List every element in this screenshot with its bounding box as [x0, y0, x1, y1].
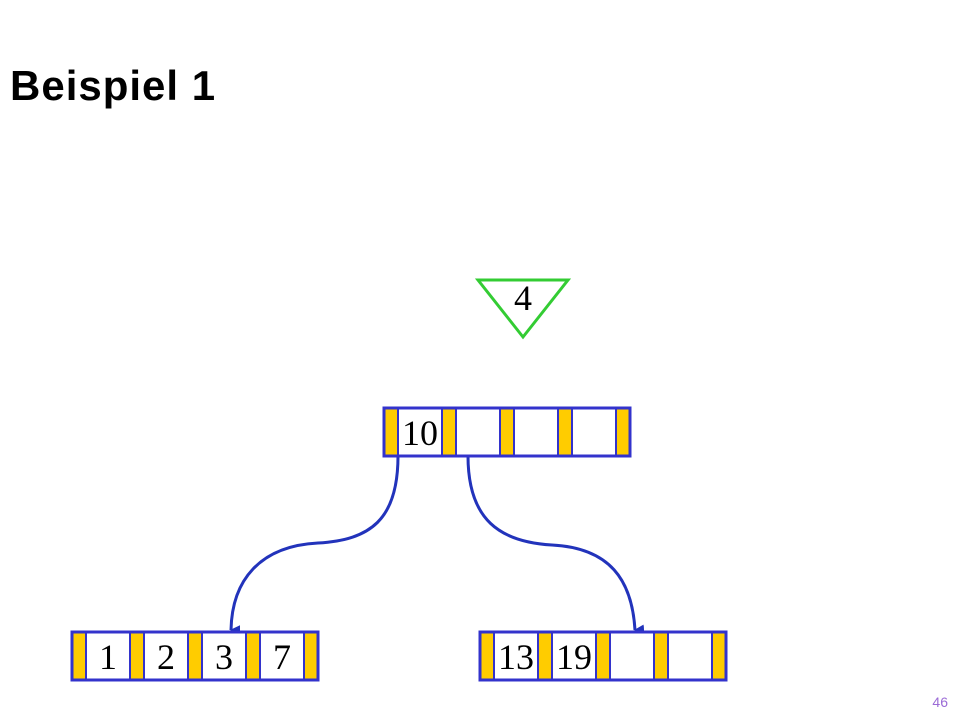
key-label: 19: [556, 637, 592, 677]
node-border: [478, 630, 728, 682]
order-marker-label: 4: [514, 278, 532, 318]
pointer-slot: [654, 632, 668, 680]
key-label: 1: [99, 637, 117, 677]
pointer-slot: [558, 408, 572, 456]
pointer-slot: [500, 408, 514, 456]
right-leaf-node: 13 19: [478, 630, 728, 682]
node-border: [382, 406, 632, 458]
key-slot: [144, 632, 188, 680]
pointer-slot: [442, 408, 456, 456]
key-slot: [572, 408, 616, 456]
order-marker-triangle: [474, 278, 572, 340]
key-slot: [86, 632, 130, 680]
pointer-slot: [712, 632, 726, 680]
slide-title: Beispiel 1: [10, 62, 217, 109]
key-slot: [202, 632, 246, 680]
pointer-slot: [596, 632, 610, 680]
pointer-slot: [72, 632, 86, 680]
key-slot: [668, 632, 712, 680]
pointer-slot: [304, 632, 318, 680]
order-marker: 4: [474, 278, 572, 340]
key-slot: [552, 632, 596, 680]
key-label: 3: [215, 637, 233, 677]
key-label: 7: [273, 637, 291, 677]
key-label: 13: [498, 637, 534, 677]
key-slot: [494, 632, 538, 680]
pointer-slot: [188, 632, 202, 680]
key-label: 10: [402, 413, 438, 453]
node-border: [70, 630, 320, 682]
pointer-slot: [538, 632, 552, 680]
root-node: 10: [382, 406, 632, 458]
key-slot: [260, 632, 304, 680]
pointer-slot: [480, 632, 494, 680]
pointer-slot: [130, 632, 144, 680]
page-number: 46: [932, 694, 948, 710]
key-slot: [610, 632, 654, 680]
pointer-slot: [384, 408, 398, 456]
key-slot: [456, 408, 500, 456]
pointer-slot: [616, 408, 630, 456]
edge-root-to-left-leaf: [229, 455, 400, 636]
edge-root-to-right-leaf: [466, 455, 645, 635]
key-label: 2: [157, 637, 175, 677]
key-slot: [398, 408, 442, 456]
pointer-slot: [246, 632, 260, 680]
key-slot: [514, 408, 558, 456]
